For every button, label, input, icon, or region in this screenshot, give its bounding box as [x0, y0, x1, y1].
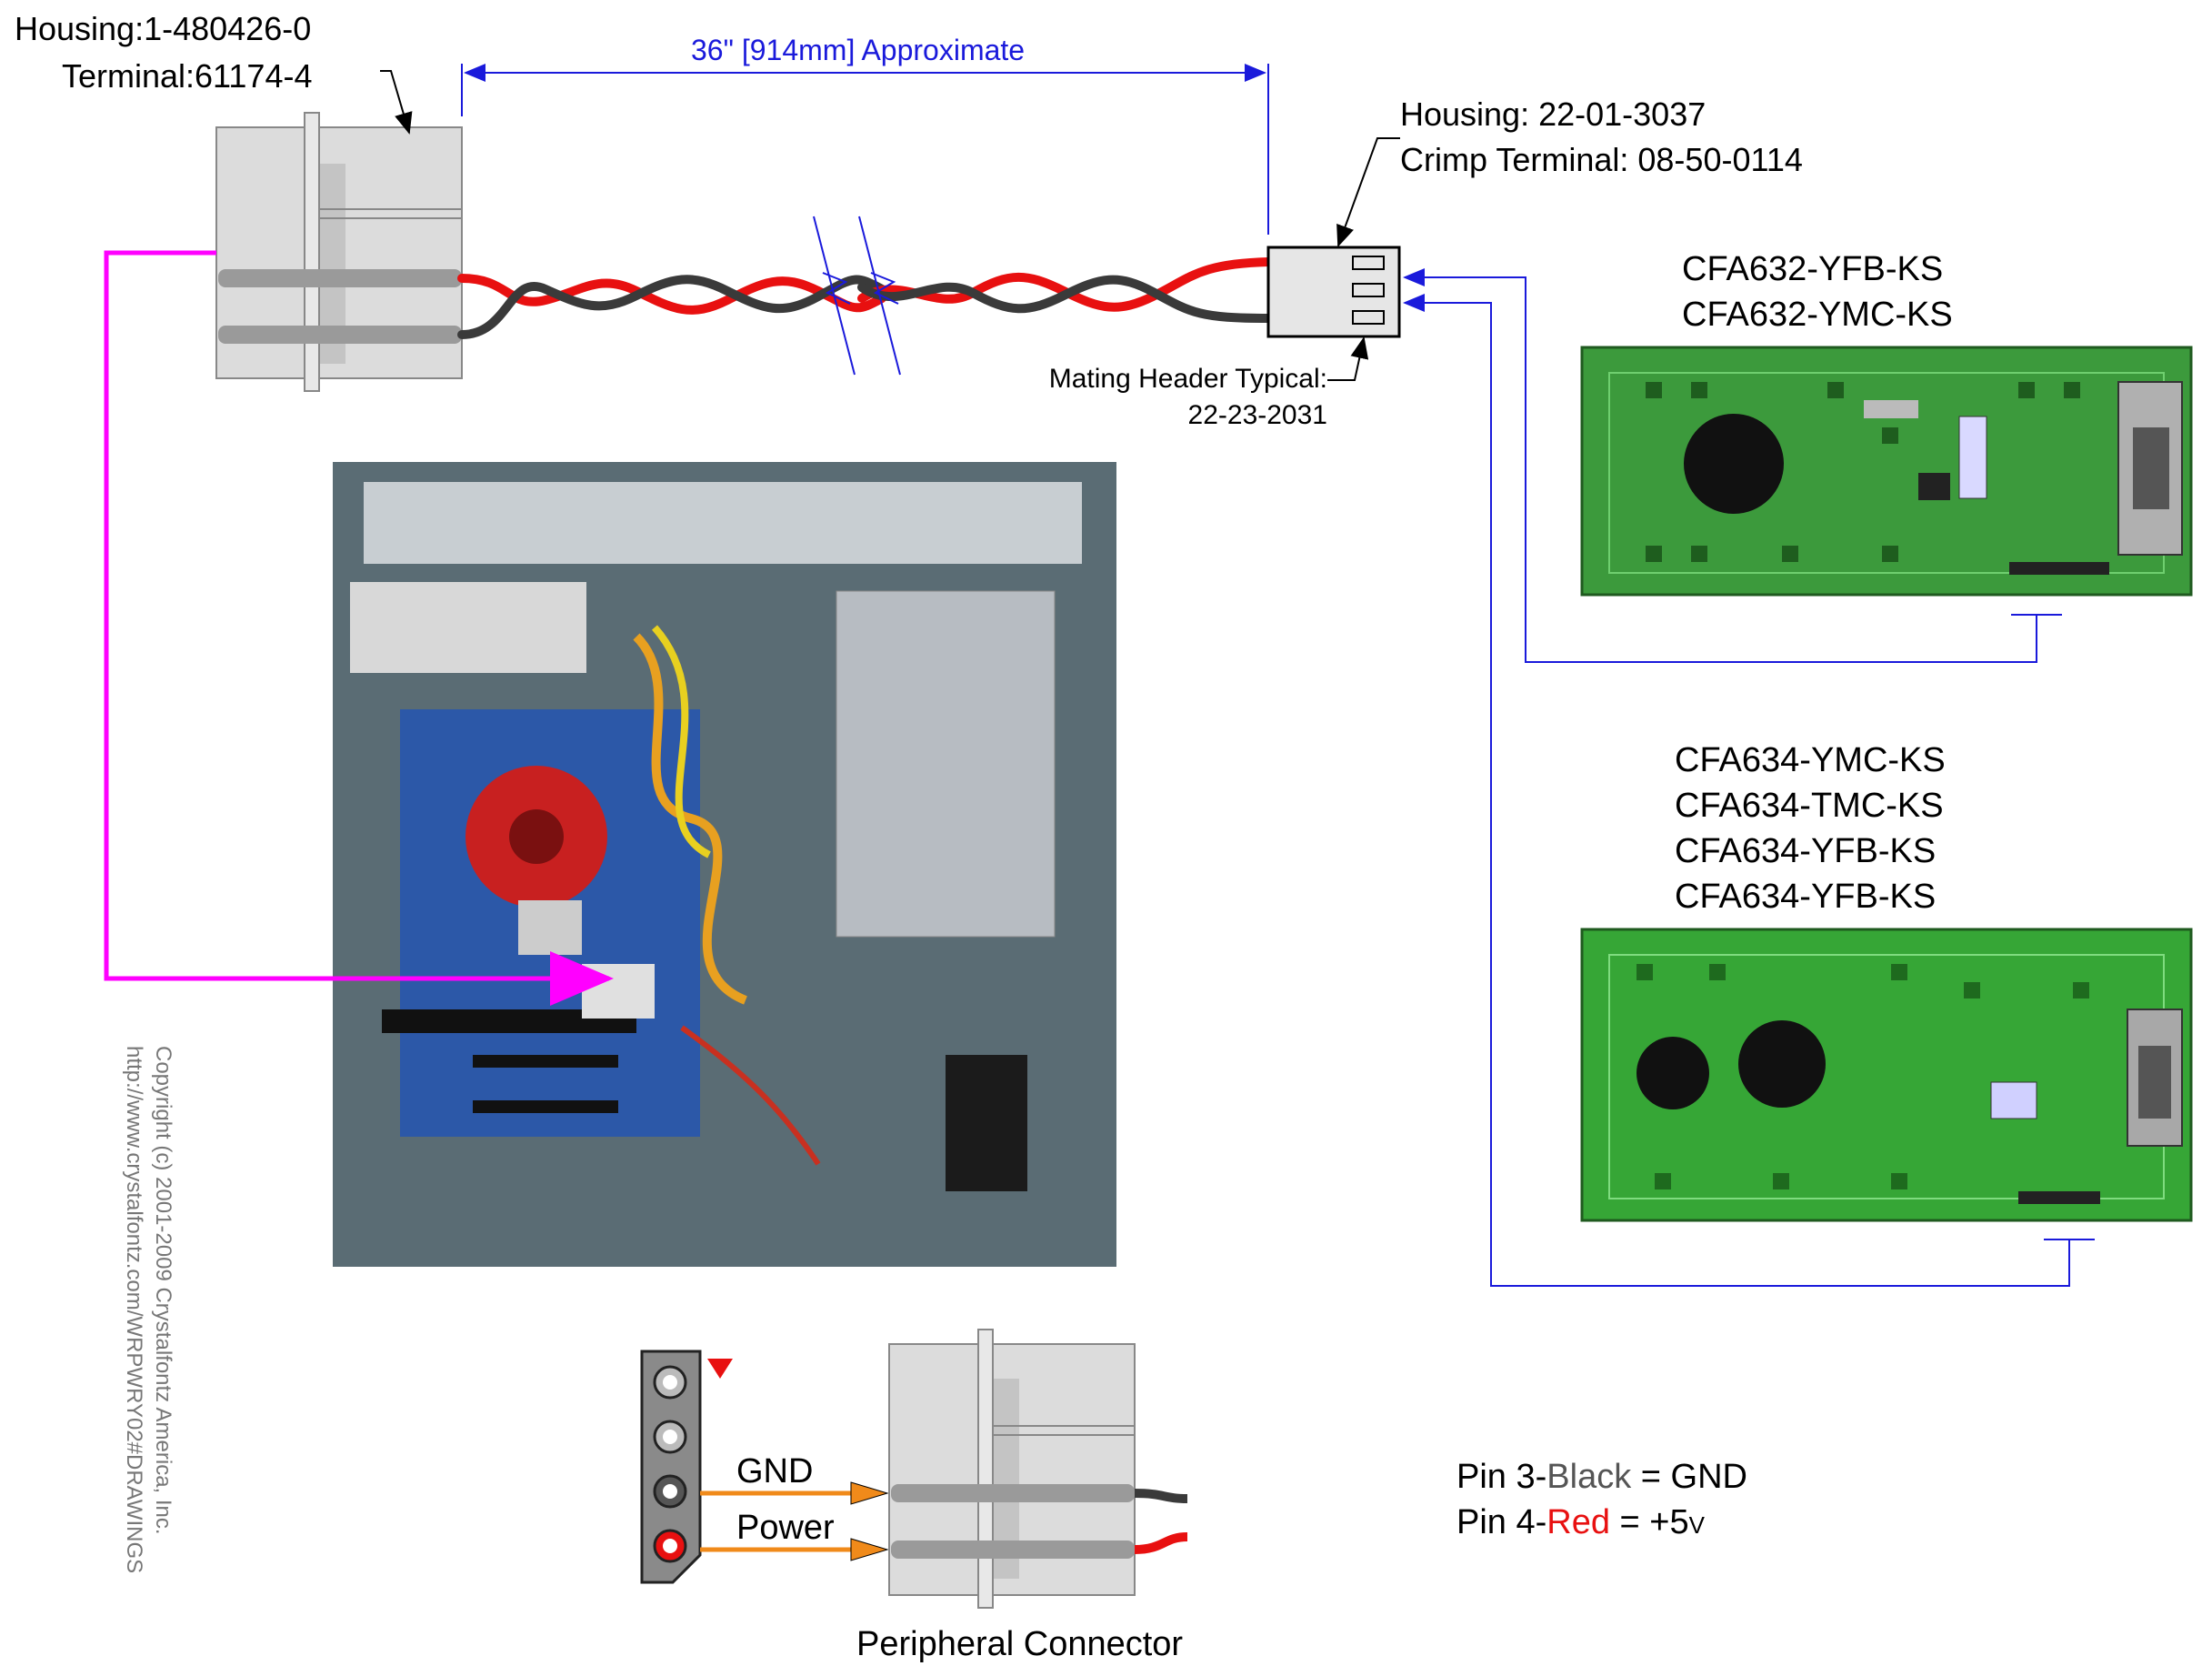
pin-header-face	[640, 1350, 702, 1584]
length-label: 36" [914mm] Approximate	[691, 34, 1025, 66]
right-housing-label: Housing: 22-01-3037	[1400, 95, 1706, 133]
copyright-line-2: http://www.crystalfontz.com/WRPWRY02#DRA…	[122, 1046, 146, 1573]
bottom-lcd-module-board	[1580, 928, 2193, 1222]
top-module-name-2: CFA632-YMC-KS	[1682, 296, 1953, 334]
pin4-legend: Pin 4-Red = +5V	[1456, 1503, 1706, 1541]
length-dimension	[461, 64, 1269, 235]
twisted-cable	[457, 257, 1273, 339]
pin-arrows	[700, 1481, 889, 1561]
mating-header-part: 22-23-2031	[1188, 400, 1327, 430]
pin3-legend: Pin 3-Black = GND	[1456, 1458, 1747, 1496]
left-housing-connector	[215, 112, 463, 392]
top-module-name-1: CFA632-YFB-KS	[1682, 250, 1943, 288]
left-housing-label: Housing:1-480426-0	[15, 10, 311, 47]
right-terminal-label: Crimp Terminal: 08-50-0114	[1400, 141, 1803, 178]
bottom-module-name-2: CFA634-TMC-KS	[1675, 787, 1944, 825]
cable-break-marks	[813, 216, 901, 376]
power-label: Power	[736, 1509, 835, 1547]
right-housing-connector	[1266, 246, 1401, 338]
bottom-module-name-4: CFA634-YFB-KS	[1675, 878, 1936, 916]
bottom-module-name-3: CFA634-YFB-KS	[1675, 832, 1936, 870]
top-lcd-module-board	[1580, 346, 2193, 597]
pin1-marker-icon	[707, 1359, 733, 1379]
left-housing-callout	[380, 70, 413, 135]
mating-header-label: Mating Header Typical:	[1049, 364, 1327, 394]
peripheral-connector-body	[888, 1329, 1188, 1609]
peripheral-connector-title: Peripheral Connector	[856, 1625, 1183, 1663]
module-routing-lines	[1403, 268, 2095, 1287]
bottom-module-name-1: CFA634-YMC-KS	[1675, 741, 1946, 779]
left-terminal-label: Terminal:61174-4	[62, 57, 312, 95]
right-housing-callout	[1336, 137, 1400, 247]
magenta-routing-line	[104, 250, 614, 1006]
mating-header-callout	[1327, 336, 1369, 381]
pc-interior-photo	[333, 462, 1116, 1267]
gnd-label: GND	[736, 1452, 813, 1490]
copyright-line-1: Copyright (c) 2001-2009 Crystalfontz Ame…	[151, 1046, 175, 1535]
